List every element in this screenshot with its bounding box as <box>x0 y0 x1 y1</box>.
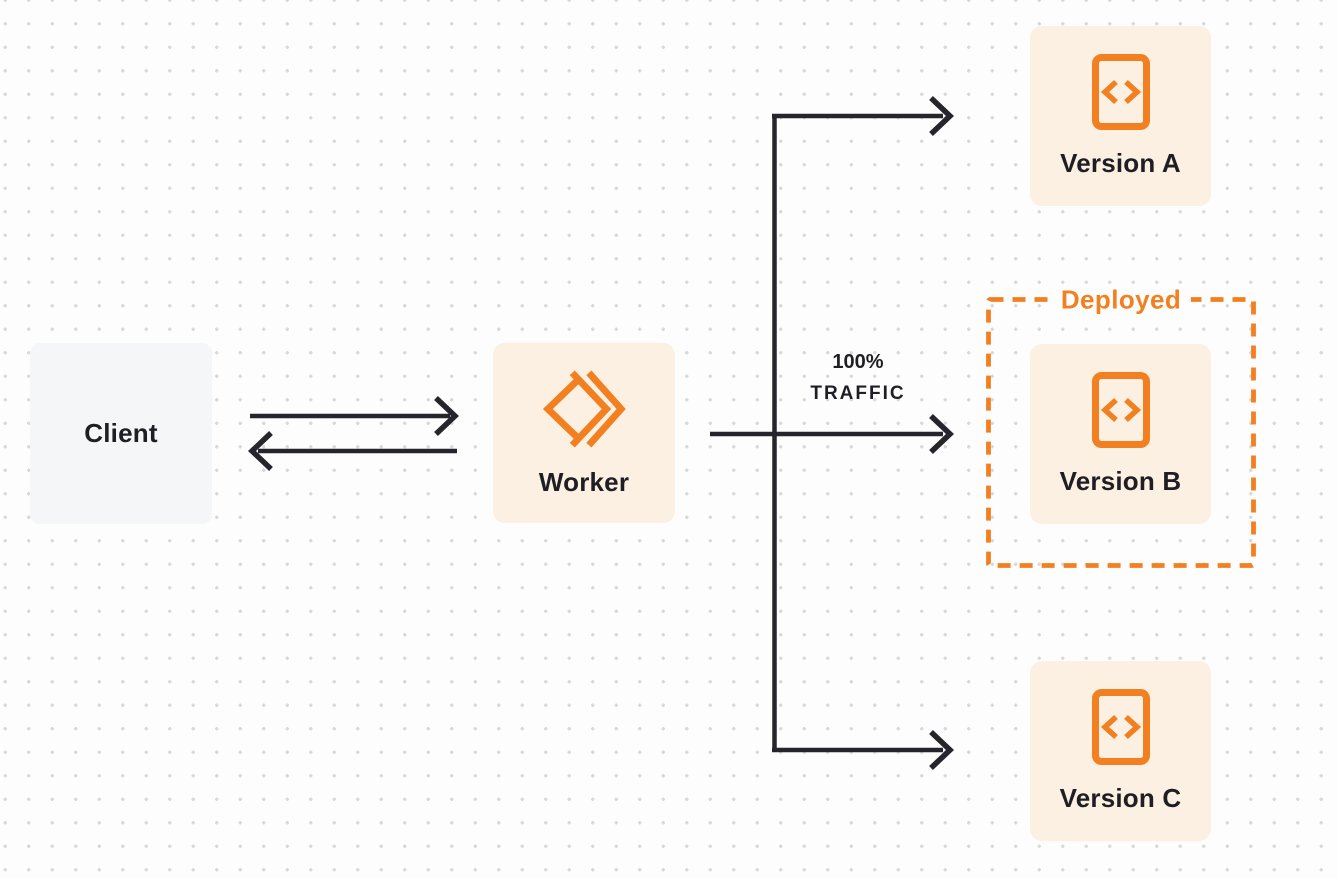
arrowhead-worker-to-client <box>248 431 273 471</box>
cloudflare-workers-icon <box>542 369 626 448</box>
code-file-icon <box>1091 371 1150 448</box>
worker-node: Worker <box>493 343 675 523</box>
version-c-node: Version C <box>1030 661 1211 841</box>
arrowhead-branch-to-version-a <box>929 96 954 136</box>
deployed-label: Deployed <box>1050 284 1192 316</box>
arrowhead-worker-to-version-b <box>929 414 954 454</box>
code-file-icon <box>1091 688 1150 765</box>
arrowhead-branch-to-version-c <box>929 730 954 770</box>
client-label: Client <box>84 418 158 448</box>
code-file-icon <box>1091 53 1150 130</box>
version-b-label: Version B <box>1059 465 1182 496</box>
arrowhead-client-to-worker <box>434 396 459 436</box>
version-c-label: Version C <box>1059 782 1182 813</box>
traffic-word-label: TRAFFIC <box>810 383 906 404</box>
traffic-annotation: 100% TRAFFIC <box>775 349 941 405</box>
traffic-percent-label: 100% <box>832 351 884 373</box>
client-node: Client <box>30 343 212 524</box>
worker-label: Worker <box>538 466 630 497</box>
version-a-node: Version A <box>1030 26 1211 206</box>
version-b-node: Version B <box>1030 344 1211 524</box>
version-a-label: Version A <box>1060 147 1181 178</box>
